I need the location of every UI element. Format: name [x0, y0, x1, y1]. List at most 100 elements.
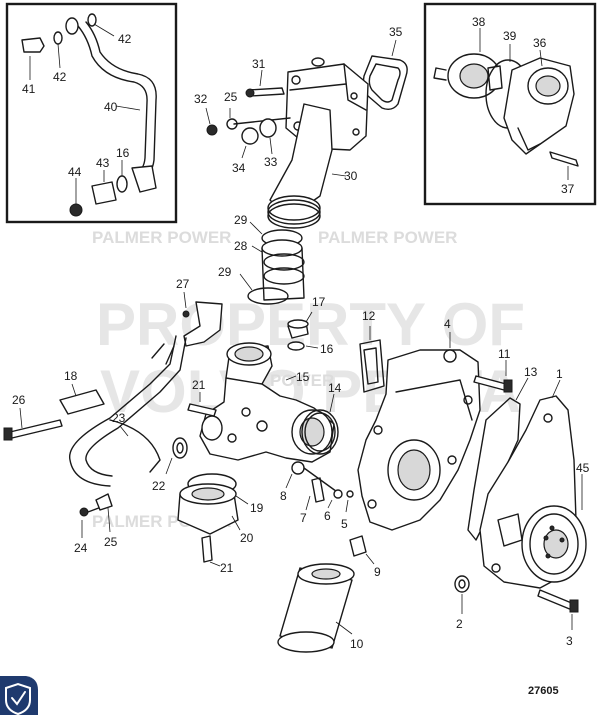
- pipe-end-fitting: [131, 165, 157, 193]
- bolt-3: 3: [537, 589, 579, 648]
- callout-21: 21: [220, 561, 234, 575]
- callout-9: 9: [374, 565, 381, 579]
- callout-37: 37: [561, 182, 575, 196]
- callout-18: 18: [64, 369, 78, 383]
- sealing-washer: [87, 13, 97, 27]
- callout-5: 5: [341, 517, 348, 531]
- callout-13: 13: [524, 365, 538, 379]
- bolt: [9, 419, 63, 439]
- hose: [59, 389, 105, 415]
- washer-2: 2: [454, 575, 470, 631]
- callout-44: 44: [68, 165, 82, 179]
- callout-32: 32: [194, 92, 208, 106]
- inset-frame-right: [423, 2, 597, 206]
- callout-33: 33: [264, 155, 278, 169]
- thermostat-stem: [433, 67, 447, 81]
- callout-21: 21: [192, 378, 206, 392]
- gasket-12: 12: [359, 309, 385, 393]
- dowel: [303, 467, 341, 495]
- water-pump: 1 45: [479, 367, 590, 589]
- callout-42: 42: [118, 32, 132, 46]
- thermostat-valve: [459, 63, 489, 89]
- sealing-washer: [116, 175, 128, 193]
- callout-38: 38: [472, 15, 486, 29]
- callout-42: 42: [53, 70, 67, 84]
- o-ring-14: 14: [301, 381, 342, 455]
- washer: [346, 490, 354, 498]
- callout-3: 3: [566, 634, 573, 648]
- cover-assembly: 19 20 21: [177, 473, 264, 575]
- callout-39: 39: [503, 29, 517, 43]
- callout-27: 27: [176, 277, 190, 291]
- pin: [311, 477, 325, 503]
- coolant-pipe: [69, 335, 177, 487]
- bolt: [549, 151, 579, 167]
- sealing-ring-22: 22: [152, 437, 188, 493]
- gasket-35: 35: [362, 25, 408, 111]
- bolt: [201, 535, 213, 563]
- callout-34: 34: [232, 161, 246, 175]
- callout-43: 43: [96, 156, 110, 170]
- inset-frame-left: [5, 2, 178, 224]
- callout-45: 45: [576, 461, 590, 475]
- callout-1: 1: [556, 367, 563, 381]
- callout-26: 26: [12, 393, 26, 407]
- plug: [69, 203, 83, 217]
- watermark-small: POWER: [270, 371, 334, 390]
- callout-19: 19: [250, 501, 264, 515]
- callout-20: 20: [240, 531, 254, 545]
- callout-16: 16: [116, 146, 130, 160]
- hose-assembly: 29 28 29: [218, 213, 305, 305]
- callout-14: 14: [328, 381, 342, 395]
- clamp: [247, 287, 289, 305]
- union-nipple: [91, 181, 117, 205]
- callout-4: 4: [444, 317, 451, 331]
- coolant-housing: 21 15: [187, 342, 335, 463]
- callout-8: 8: [280, 489, 287, 503]
- figure-reference-number: 27605: [528, 685, 559, 697]
- drain-plug-assembly: 17 16: [287, 295, 334, 356]
- callout-24: 24: [74, 541, 88, 555]
- bolt: [79, 507, 89, 517]
- callout-36: 36: [533, 36, 547, 50]
- sealing-washer: [53, 31, 63, 45]
- callout-10: 10: [350, 637, 364, 651]
- lower-pipe-assembly: 18 26 23: [3, 335, 187, 487]
- sealing-washer: [287, 341, 305, 351]
- watermark-brand: PALMER POWER: [318, 228, 457, 247]
- inset-thermostat-assembly: 38 39 36 37: [423, 2, 597, 206]
- banjo-fitting: [65, 17, 79, 35]
- timing-cover: 4: [357, 317, 481, 531]
- check-shield-icon: [0, 676, 38, 715]
- callout-40: 40: [104, 100, 118, 114]
- plug: [291, 461, 305, 475]
- nipple: [349, 535, 367, 557]
- callout-25: 25: [104, 535, 118, 549]
- plug: [241, 127, 259, 145]
- callout-31: 31: [252, 57, 266, 71]
- screw: [206, 124, 218, 136]
- inset-pipe-assembly: 41 42 42 40 43 16 44: [5, 2, 178, 224]
- callout-15: 15: [296, 370, 310, 384]
- callout-29: 29: [218, 265, 232, 279]
- callout-2: 2: [456, 617, 463, 631]
- callout-12: 12: [362, 309, 376, 323]
- bracket: 27: [176, 277, 223, 347]
- fastener-cluster: 31 25 32 33 34: [194, 57, 291, 175]
- banjo-bolt: [21, 37, 45, 53]
- callout-35: 35: [389, 25, 403, 39]
- small-fittings: 8 7 6 5 9: [280, 461, 381, 579]
- callout-29: 29: [234, 213, 248, 227]
- small-fasteners-left: 24 25: [74, 493, 118, 555]
- watermark-brand: PALMER POWER: [92, 228, 231, 247]
- callout-23: 23: [112, 411, 126, 425]
- callout-6: 6: [324, 509, 331, 523]
- callout-17: 17: [312, 295, 326, 309]
- callout-22: 22: [152, 479, 166, 493]
- bolt-11: 11: [473, 347, 513, 393]
- callout-41: 41: [22, 82, 36, 96]
- callout-11: 11: [498, 347, 511, 361]
- callout-30: 30: [344, 169, 358, 183]
